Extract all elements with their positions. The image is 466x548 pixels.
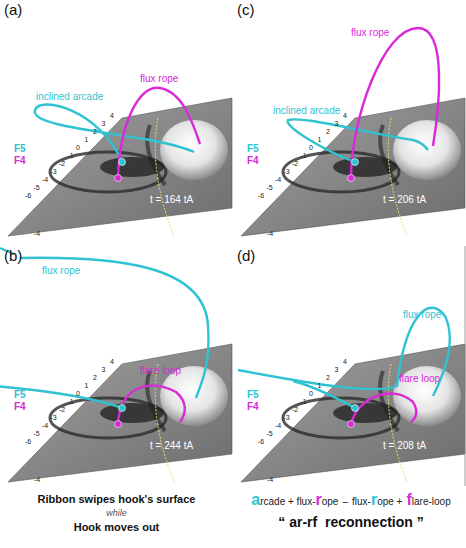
- axis-tick: -5: [34, 184, 40, 191]
- initial-letter: a: [251, 491, 260, 508]
- axis-tick: -3: [51, 168, 57, 175]
- axis-tick: 0: [309, 390, 313, 397]
- axis-tick: -6: [258, 438, 264, 445]
- axis-tick: -1: [301, 152, 307, 159]
- axis-tick: -3: [284, 414, 290, 421]
- axis-tick: 3: [335, 366, 339, 373]
- formula-text: ope +: [377, 496, 402, 507]
- axis-tick: -2: [292, 160, 298, 167]
- axis-tick: 2: [326, 128, 330, 135]
- curve-label: flare loop: [399, 374, 440, 384]
- axis-tick: -6: [25, 438, 31, 445]
- curve-label: flux rope: [42, 266, 80, 276]
- caption-line: Ribbon swipes hook's surface: [0, 494, 233, 505]
- axis-tick: -4: [275, 422, 281, 429]
- initial-letter: f: [406, 491, 411, 508]
- axis-tick: -2: [59, 406, 65, 413]
- curve-label: inclined arcade: [36, 92, 103, 102]
- axis-tick: 1: [318, 136, 322, 143]
- axis-tick: -6: [25, 192, 31, 199]
- axis-tick: 3: [102, 366, 106, 373]
- time-stamp: t = 164 tA: [150, 195, 193, 205]
- formula-text: –: [342, 496, 348, 507]
- time-stamp: t = 244 tA: [150, 441, 193, 451]
- axis-tick: -4: [34, 230, 40, 237]
- axis-tick: 4: [110, 358, 114, 365]
- axis-tick: 0: [76, 144, 80, 151]
- axis-tick: -3: [51, 414, 57, 421]
- footpoint-label: F5: [14, 144, 26, 154]
- footpoint-label: F4: [247, 156, 259, 166]
- panel-a: [8, 88, 232, 236]
- axis-tick: -4: [42, 176, 48, 183]
- axis-tick: -2: [292, 406, 298, 413]
- initial-letter: r: [316, 491, 322, 508]
- axis-tick: -6: [258, 192, 264, 199]
- axis-tick: -2: [59, 160, 65, 167]
- footpoint-label: F4: [14, 156, 26, 166]
- axis-tick: 2: [93, 128, 97, 135]
- time-stamp: t = 206 tA: [383, 195, 426, 205]
- curve-label: flux rope: [140, 74, 178, 84]
- time-stamp: t = 208 tA: [383, 441, 426, 451]
- panel-letter: (d): [237, 248, 255, 263]
- caption-line: while: [0, 509, 233, 518]
- axis-tick: -5: [267, 430, 273, 437]
- formula-text: lare-loop: [412, 496, 451, 507]
- axis-tick: 3: [335, 120, 339, 127]
- axis-tick: -1: [68, 398, 74, 405]
- formula-line: arcade + flux-rope–flux-rope +flare-loop: [236, 490, 466, 509]
- axis-tick: 4: [343, 112, 347, 119]
- formula-text: flux-: [352, 496, 371, 507]
- curve-label: flux rope: [351, 28, 389, 38]
- footpoint-label: F4: [14, 402, 26, 412]
- axis-tick: 4: [110, 112, 114, 119]
- axis-tick: 1: [318, 382, 322, 389]
- curve-label: flux rope: [403, 310, 441, 320]
- panel-letter: (a): [4, 2, 22, 17]
- panel-letter: (c): [237, 2, 255, 17]
- formula-text: rcade + flux-: [260, 496, 315, 507]
- footpoint-label: F5: [247, 390, 259, 400]
- axis-tick: -1: [301, 398, 307, 405]
- curve-label: inclined arcade: [273, 106, 340, 116]
- axis-tick: -4: [267, 230, 273, 237]
- axis-tick: -5: [267, 184, 273, 191]
- axis-tick: 0: [309, 144, 313, 151]
- axis-tick: 4: [343, 358, 347, 365]
- axis-tick: -3: [284, 168, 290, 175]
- footpoint-label: F5: [247, 144, 259, 154]
- axis-tick: 1: [85, 382, 89, 389]
- panel-d: [238, 246, 465, 486]
- axis-tick: -4: [42, 422, 48, 429]
- panel-b: [0, 248, 232, 482]
- footpoint-label: F4: [247, 402, 259, 412]
- axis-tick: -5: [34, 430, 40, 437]
- panel-c: [241, 28, 465, 236]
- axis-tick: -4: [275, 176, 281, 183]
- axis-tick: 1: [85, 136, 89, 143]
- formula-text: ope: [322, 496, 339, 507]
- axis-tick: -4: [34, 476, 40, 483]
- axis-tick: 2: [93, 374, 97, 381]
- reconnection-name: “ ar-rf reconnection ”: [236, 514, 466, 530]
- axis-tick: 0: [76, 390, 80, 397]
- caption-line: Hook moves out: [0, 522, 233, 533]
- curve-label: flare loop: [140, 366, 181, 376]
- footpoint-label: F5: [14, 390, 26, 400]
- axis-tick: 3: [102, 120, 106, 127]
- panel-letter: (b): [4, 248, 22, 263]
- axis-tick: -1: [68, 152, 74, 159]
- axis-tick: -4: [267, 476, 273, 483]
- initial-letter: r: [371, 491, 377, 508]
- axis-tick: 2: [326, 374, 330, 381]
